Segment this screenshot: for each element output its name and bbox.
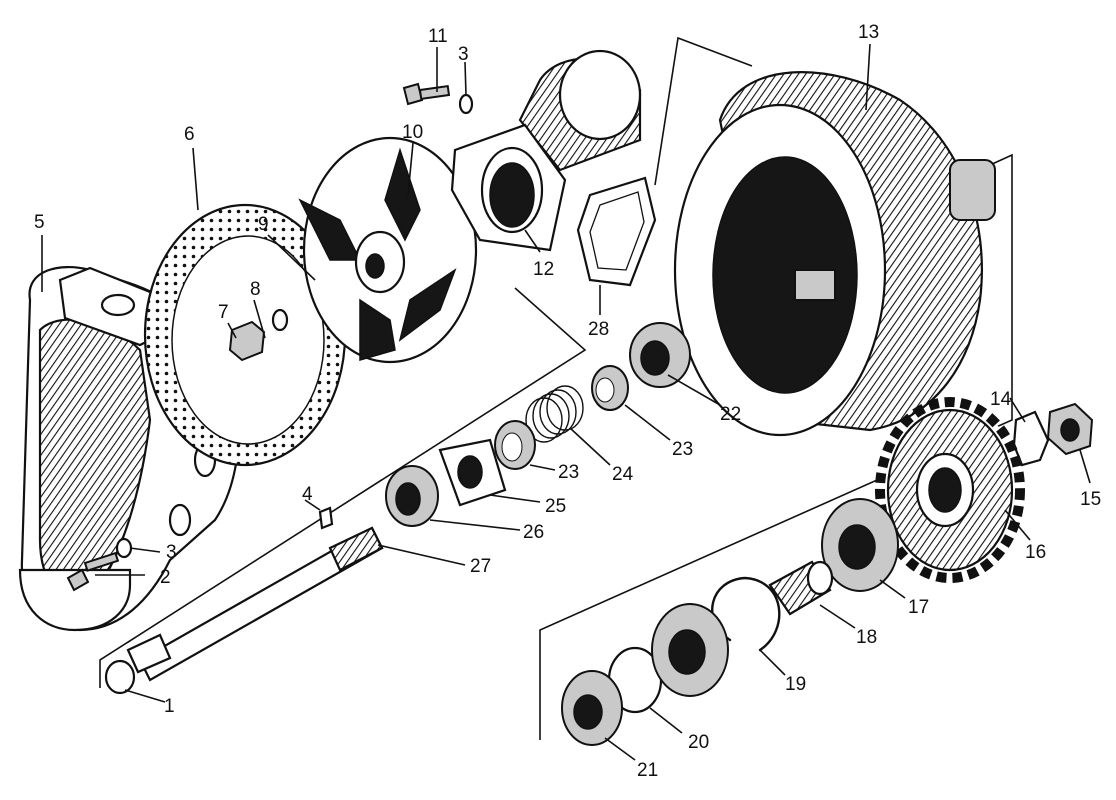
label-14: 14 [990,389,1012,410]
label-6: 6 [184,124,195,145]
label-26: 26 [523,522,544,543]
part-28-gasket [576,176,657,287]
label-5: 5 [34,212,45,233]
part-23-bushing-lower [494,420,536,470]
label-21: 21 [637,760,658,781]
label-17: 17 [908,597,929,618]
part-8-washer [271,308,289,332]
label-18: 18 [856,627,877,648]
label-9: 9 [258,214,269,235]
label-28: 28 [588,319,609,340]
part-3-washer-top [458,93,474,115]
part-23-bushing-upper [591,365,629,411]
part-22-seal [629,322,691,388]
part-bearing-middle [651,603,729,697]
label-24: 24 [612,464,634,485]
part-25-spacer [438,438,507,507]
label-13: 13 [858,22,879,43]
part-26-seal-cup [385,465,439,527]
label-22: 22 [720,404,741,425]
part-27-shaft [126,526,384,682]
label-25: 25 [545,496,566,517]
label-16: 16 [1025,542,1046,563]
label-7: 7 [218,302,229,323]
label-19: 19 [785,674,806,695]
label-4: 4 [302,484,313,505]
part-13-casing [673,71,996,437]
label-23-lower: 23 [558,462,579,483]
part-15-nut [1046,402,1094,456]
label-3-housing: 3 [166,542,177,563]
part-18-sleeve [768,560,834,616]
part-24-spring [525,385,584,443]
part-2-bolt [66,551,120,592]
part-12-elbow [450,49,642,252]
part-1-circlip [104,659,136,695]
label-15: 15 [1080,489,1101,510]
part-10-impeller [298,136,478,364]
label-1: 1 [164,696,175,717]
part-3-washer-housing [115,537,133,559]
part-11-bolt [402,82,451,106]
label-23-upper: 23 [672,439,693,460]
assembly-boundary-right [539,153,1013,740]
part-7-nut [228,320,266,362]
label-12: 12 [533,259,554,280]
part-4-key [318,506,334,530]
part-17-bearing [821,498,899,592]
label-20: 20 [688,732,709,753]
assembly-boundary-top [654,36,753,186]
label-8: 8 [250,279,261,300]
assembly-boundary-left [99,287,587,688]
part-21-bearing [561,670,623,746]
label-3-top: 3 [458,44,469,65]
label-10: 10 [402,122,423,143]
label-11: 11 [428,26,448,47]
part-16-gear [875,397,1025,583]
label-27: 27 [470,556,491,577]
label-2: 2 [160,567,171,588]
leader-lines [41,43,1091,761]
